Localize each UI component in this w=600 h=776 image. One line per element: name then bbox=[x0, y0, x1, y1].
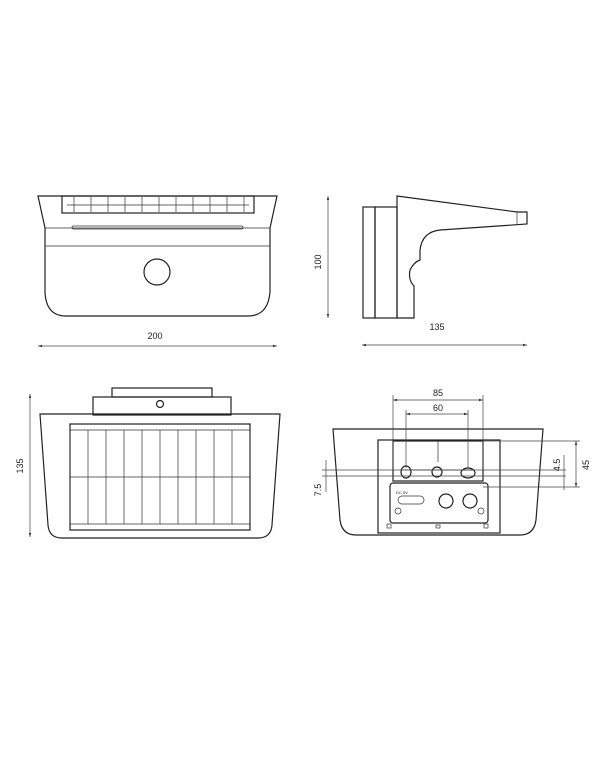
solar-slats bbox=[73, 197, 245, 212]
dim-top-depth: 135 bbox=[15, 458, 25, 473]
port-1 bbox=[438, 493, 454, 509]
dim-side-depth: 135 bbox=[429, 322, 444, 332]
motion-sensor bbox=[143, 258, 171, 286]
port-2 bbox=[462, 493, 478, 509]
dim-hole-spacing-inner: 60 bbox=[433, 403, 443, 413]
dim-front-width: 200 bbox=[147, 331, 162, 341]
power-label: DC 5V bbox=[396, 490, 408, 495]
dim-bracket-height: 45 bbox=[581, 460, 591, 470]
side-view: 100 135 bbox=[313, 195, 528, 347]
back-view: DC 5V 85 60 45 4.5 7.5 bbox=[313, 388, 591, 536]
dim-side-height: 100 bbox=[313, 254, 323, 269]
solar-panel-cells bbox=[69, 429, 251, 525]
top-view: 135 bbox=[15, 387, 281, 539]
dim-hole-offset-small: 4.5 bbox=[552, 459, 562, 472]
front-view: 200 bbox=[37, 195, 278, 348]
dim-hole-spacing-outer: 85 bbox=[433, 388, 443, 398]
dim-hole-offset-left: 7.5 bbox=[313, 484, 323, 497]
